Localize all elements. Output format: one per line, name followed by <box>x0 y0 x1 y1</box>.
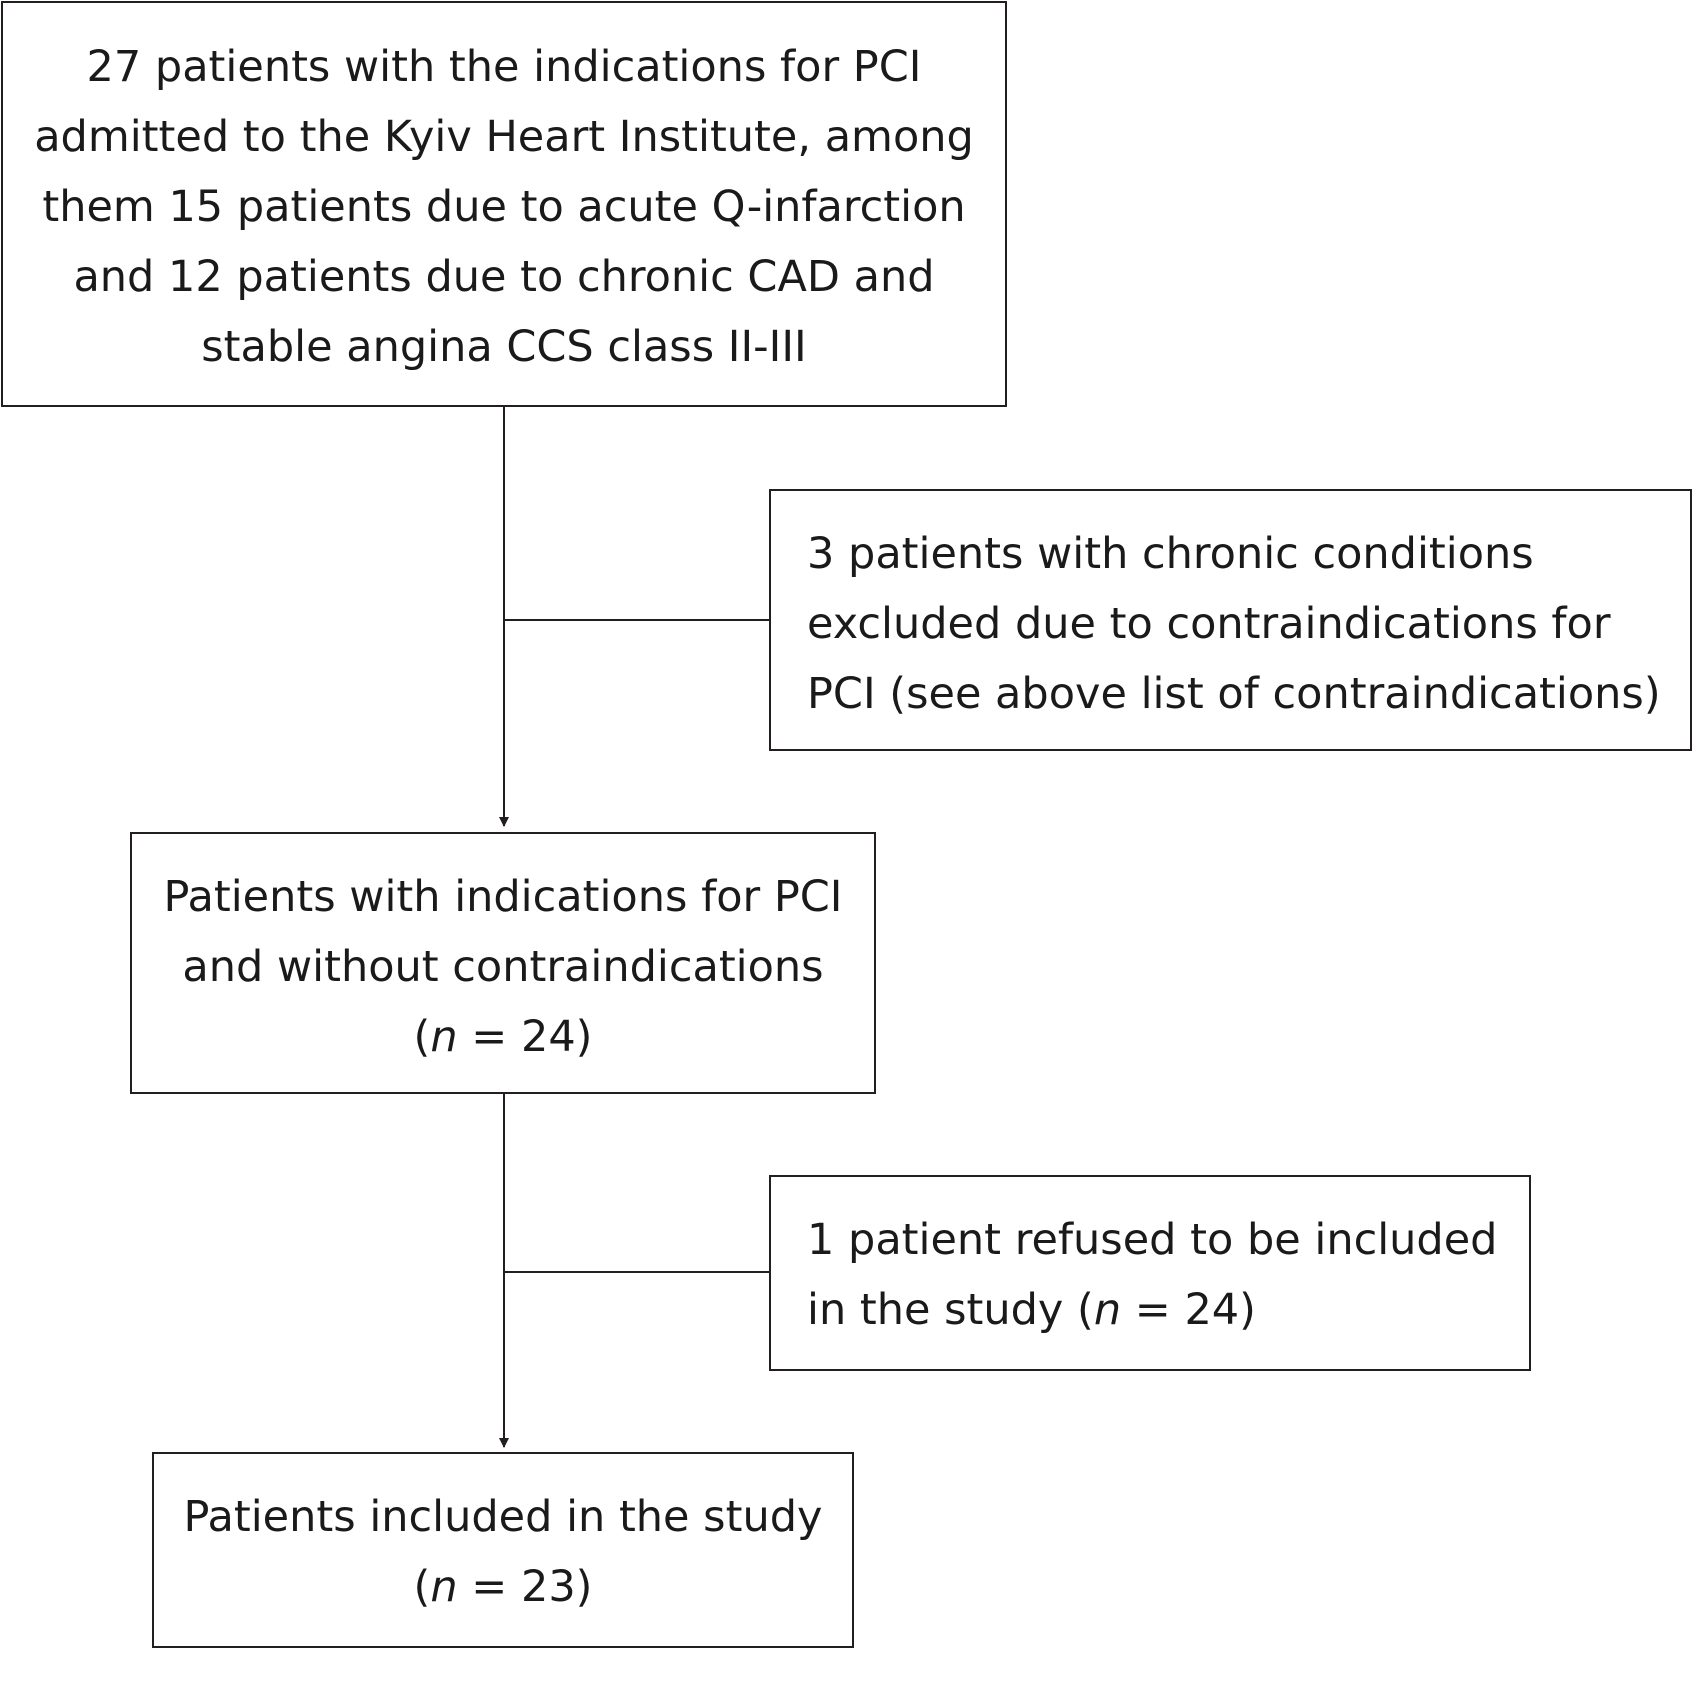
initial-patients-box: 27 patients with the indications for PCI… <box>1 1 1007 407</box>
initial-box-line-5: stable angina CCS class II-III <box>201 322 807 372</box>
exclusion-box-contraindications: 3 patients with chronic conditions exclu… <box>769 489 1692 751</box>
initial-box-line-2: admitted to the Kyiv Heart Institute, am… <box>34 112 974 162</box>
initial-box-line-1: 27 patients with the indications for PCI <box>86 42 922 92</box>
eligible-box-line-2: and without contraindications <box>182 942 824 992</box>
included-count-var: n <box>430 1562 458 1612</box>
exclusion-1-line-1: 3 patients with chronic conditions <box>807 529 1534 579</box>
included-count-open: ( <box>413 1562 431 1612</box>
included-patients-box: Patients included in the study (n = 23) <box>152 1452 854 1648</box>
exclusion-2-line-1: 1 patient refused to be included <box>807 1215 1498 1265</box>
exclusion-2-line-2: in the study (n = 24) <box>807 1275 1529 1345</box>
exclusion-1-line-2: excluded due to contraindications for <box>807 599 1611 649</box>
included-box-count: (n = 23) <box>154 1552 852 1622</box>
included-count-rest: = 23) <box>457 1562 593 1612</box>
eligible-count-var: n <box>430 1012 458 1062</box>
exclusion-1-line-3: PCI (see above list of contraindications… <box>807 669 1661 719</box>
eligible-box-count: (n = 24) <box>132 1002 874 1072</box>
initial-box-line-3: them 15 patients due to acute Q-infarcti… <box>42 182 966 232</box>
exclusion-2-line-2-prefix: in the study ( <box>807 1285 1094 1335</box>
eligible-count-rest: = 24) <box>457 1012 593 1062</box>
exclusion-box-refused: 1 patient refused to be included in the … <box>769 1175 1531 1371</box>
included-box-line-1: Patients included in the study <box>183 1492 823 1542</box>
exclusion-2-var: n <box>1093 1285 1122 1335</box>
initial-box-line-4: and 12 patients due to chronic CAD and <box>73 252 935 302</box>
eligible-patients-box: Patients with indications for PCI and wi… <box>130 832 876 1094</box>
exclusion-2-rest: = 24) <box>1121 1285 1256 1335</box>
eligible-box-line-1: Patients with indications for PCI <box>163 872 843 922</box>
eligible-count-open: ( <box>413 1012 431 1062</box>
